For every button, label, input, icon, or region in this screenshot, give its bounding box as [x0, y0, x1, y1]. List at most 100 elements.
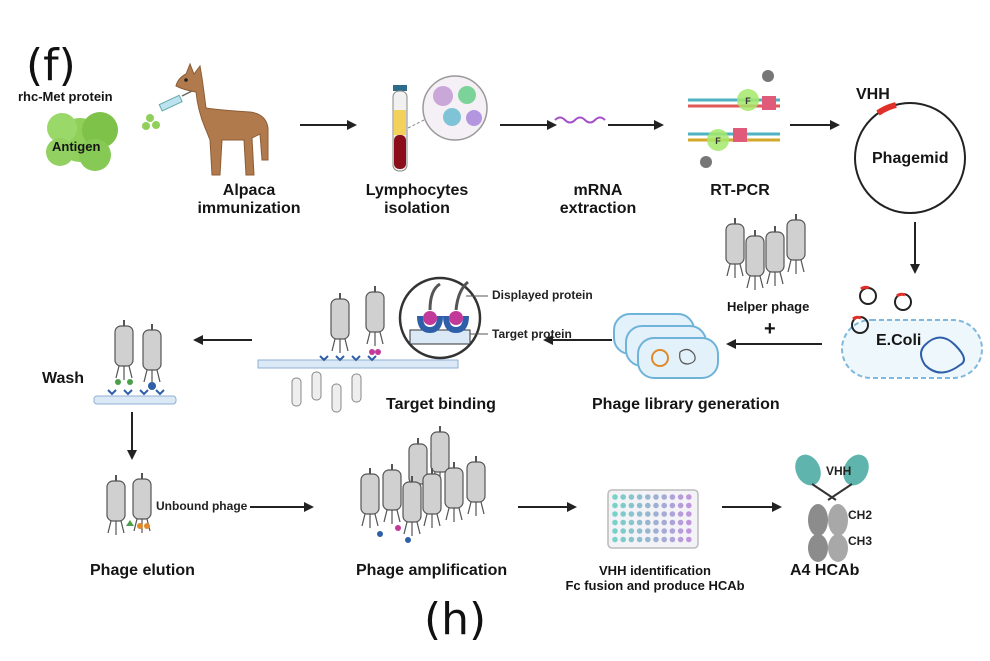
well: [636, 502, 643, 509]
rhc-met-protein-label: rhc-Met protein: [18, 89, 113, 104]
well: [653, 536, 659, 543]
rt-pcr-icon: [688, 70, 780, 168]
well: [636, 519, 643, 526]
well: [620, 536, 626, 543]
rt-pcr-label: RT-PCR: [710, 182, 770, 199]
hcab-ch2-label: CH2: [848, 508, 873, 522]
well: [661, 519, 667, 526]
well: [686, 494, 692, 500]
syringe-icon: [158, 90, 193, 112]
well: [669, 511, 676, 517]
well: [645, 502, 651, 509]
well: [612, 502, 618, 509]
phage-elution-icon: [106, 472, 152, 536]
vhh-identification-label: VHH identification Fc fusion and produce…: [550, 563, 760, 594]
blood-tube-icon: [392, 85, 408, 172]
well: [645, 511, 651, 517]
well: [677, 494, 684, 500]
well: [677, 502, 684, 509]
well: [661, 528, 667, 534]
ecoli-label: E.Coli: [876, 332, 922, 349]
unbound-phage-label: Unbound phage: [156, 499, 248, 513]
well: [628, 502, 635, 509]
well: [677, 536, 684, 543]
antigen-label: Antigen: [52, 139, 101, 154]
well: [661, 502, 667, 509]
well: [636, 494, 643, 500]
a4-hcab-label: A4 HCAb: [790, 562, 860, 579]
hcab-vhh-label: VHH: [826, 464, 852, 478]
mrna-icon: [554, 116, 606, 124]
well: [612, 511, 618, 517]
well: [686, 528, 692, 534]
target-binding-icon: [257, 276, 488, 413]
alpaca-label-line2: immunization: [197, 200, 301, 218]
phage-library-icon: [613, 313, 719, 379]
well: [669, 502, 676, 509]
well: [686, 519, 692, 526]
well: [620, 519, 626, 526]
well-plate-icon: [607, 489, 699, 549]
well: [686, 536, 692, 543]
well: [628, 519, 635, 526]
well: [669, 528, 676, 534]
well: [636, 528, 643, 534]
well: [636, 536, 643, 543]
hcab-antibody-icon: [795, 454, 869, 562]
well: [669, 494, 676, 500]
well: [677, 511, 684, 517]
well: [653, 528, 659, 534]
alpaca-icon: [175, 62, 269, 176]
ecoli-icon: [841, 285, 983, 379]
well: [653, 494, 659, 500]
well: [677, 528, 684, 534]
lymph-label-line1: Lymphocytes: [365, 182, 469, 199]
well: [653, 519, 659, 526]
well: [645, 536, 651, 543]
alpaca-immunization-label: Alpaca immunization: [194, 182, 304, 219]
well: [669, 519, 676, 526]
lymph-label-line2: isolation: [384, 200, 450, 218]
well: [686, 502, 692, 509]
phagemid-plasmid-icon: [854, 102, 966, 214]
well: [612, 494, 618, 500]
panel-label-f: (f): [26, 40, 76, 91]
well: [645, 494, 651, 500]
well: [628, 528, 635, 534]
well: [620, 494, 626, 500]
mrna-extraction-label: mRNA extraction: [548, 182, 648, 219]
plus-sign: +: [764, 318, 776, 340]
displayed-protein-label: Displayed protein: [492, 288, 593, 302]
wash-label: Wash: [42, 370, 85, 387]
helper-phages-icon: [725, 213, 806, 291]
lymphocytes-isolation-label: Lymphocytes isolation: [362, 182, 472, 219]
well: [620, 502, 626, 509]
target-protein-label: Target protein: [492, 327, 572, 341]
vhh-id-line1: VHH identification: [599, 563, 711, 578]
phage-amplification-icon: [360, 425, 486, 543]
cells-magnifier-icon: [407, 75, 488, 141]
phage-elution-label: Phage elution: [90, 562, 195, 579]
well: [612, 519, 618, 526]
helper-phage-label: Helper phage: [727, 299, 810, 314]
well: [677, 519, 684, 526]
well: [628, 494, 635, 500]
well: [620, 528, 626, 534]
well: [645, 528, 651, 534]
well: [628, 511, 635, 517]
target-binding-label: Target binding: [386, 396, 496, 413]
well: [645, 519, 651, 526]
well: [661, 494, 667, 500]
pcr-f-label-1: F: [745, 96, 751, 106]
alpaca-label-line1: Alpaca: [222, 182, 276, 199]
well: [661, 536, 667, 543]
mrna-label-line2: extraction: [559, 200, 637, 218]
well: [628, 536, 635, 543]
well: [686, 511, 692, 517]
panel-label-h: (h): [424, 594, 487, 645]
wash-icon: [93, 319, 177, 405]
well: [661, 511, 667, 517]
well: [612, 528, 618, 534]
